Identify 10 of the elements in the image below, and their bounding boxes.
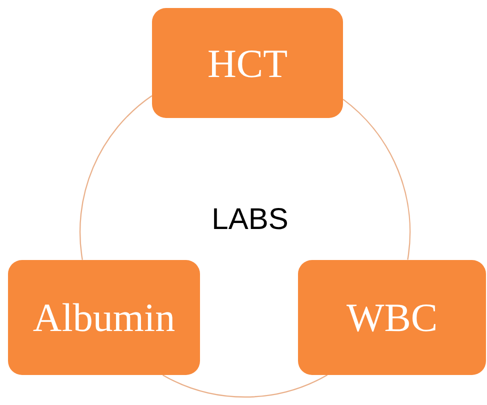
lab-box (298, 260, 486, 375)
connector-arc (342, 98, 410, 260)
lab-box (152, 8, 343, 118)
connector-arc (80, 95, 152, 260)
lab-name: WBC (346, 294, 438, 341)
center-label: LABS (210, 203, 290, 237)
connector-arc (162, 374, 328, 398)
lab-box (8, 260, 200, 375)
lab-name: HCT (208, 40, 288, 86)
lab-name: Albumin (32, 294, 176, 341)
